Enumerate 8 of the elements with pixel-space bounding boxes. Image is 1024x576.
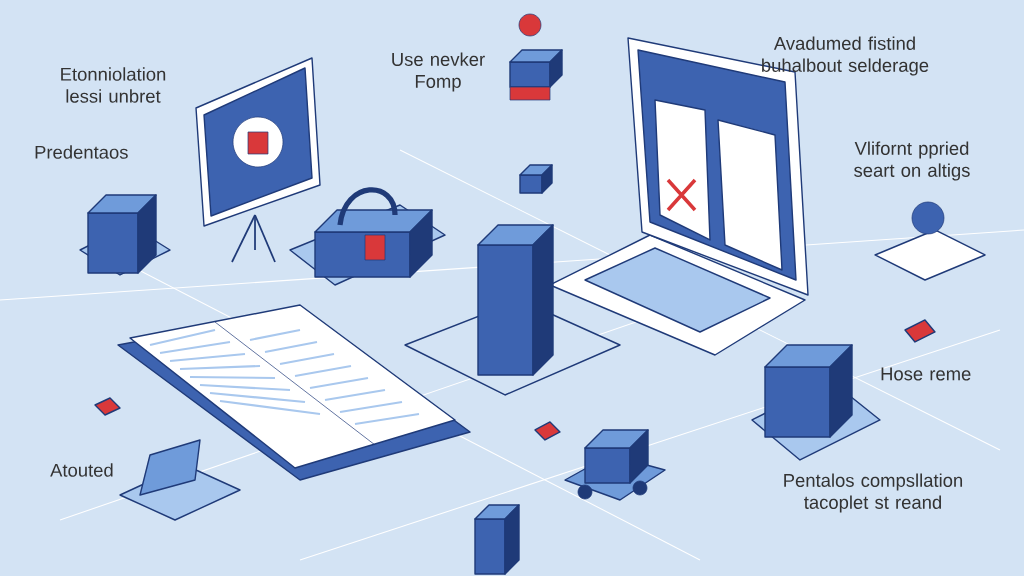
label-text: Use nevker Fomp [392,52,485,92]
label-text: Pentalos compsllation tacoplet st reand [784,473,962,513]
label-text: Predentaos [35,145,128,159]
label-text: Etonniolation lessi unbret [61,67,166,103]
label-text: Vlifornt ppried seart on altigs [854,141,970,181]
label-text: Atouted [50,463,113,477]
label-text: Hose reme [881,367,971,381]
label-text: Avadumed fistind buhalbout selderage [762,36,929,76]
